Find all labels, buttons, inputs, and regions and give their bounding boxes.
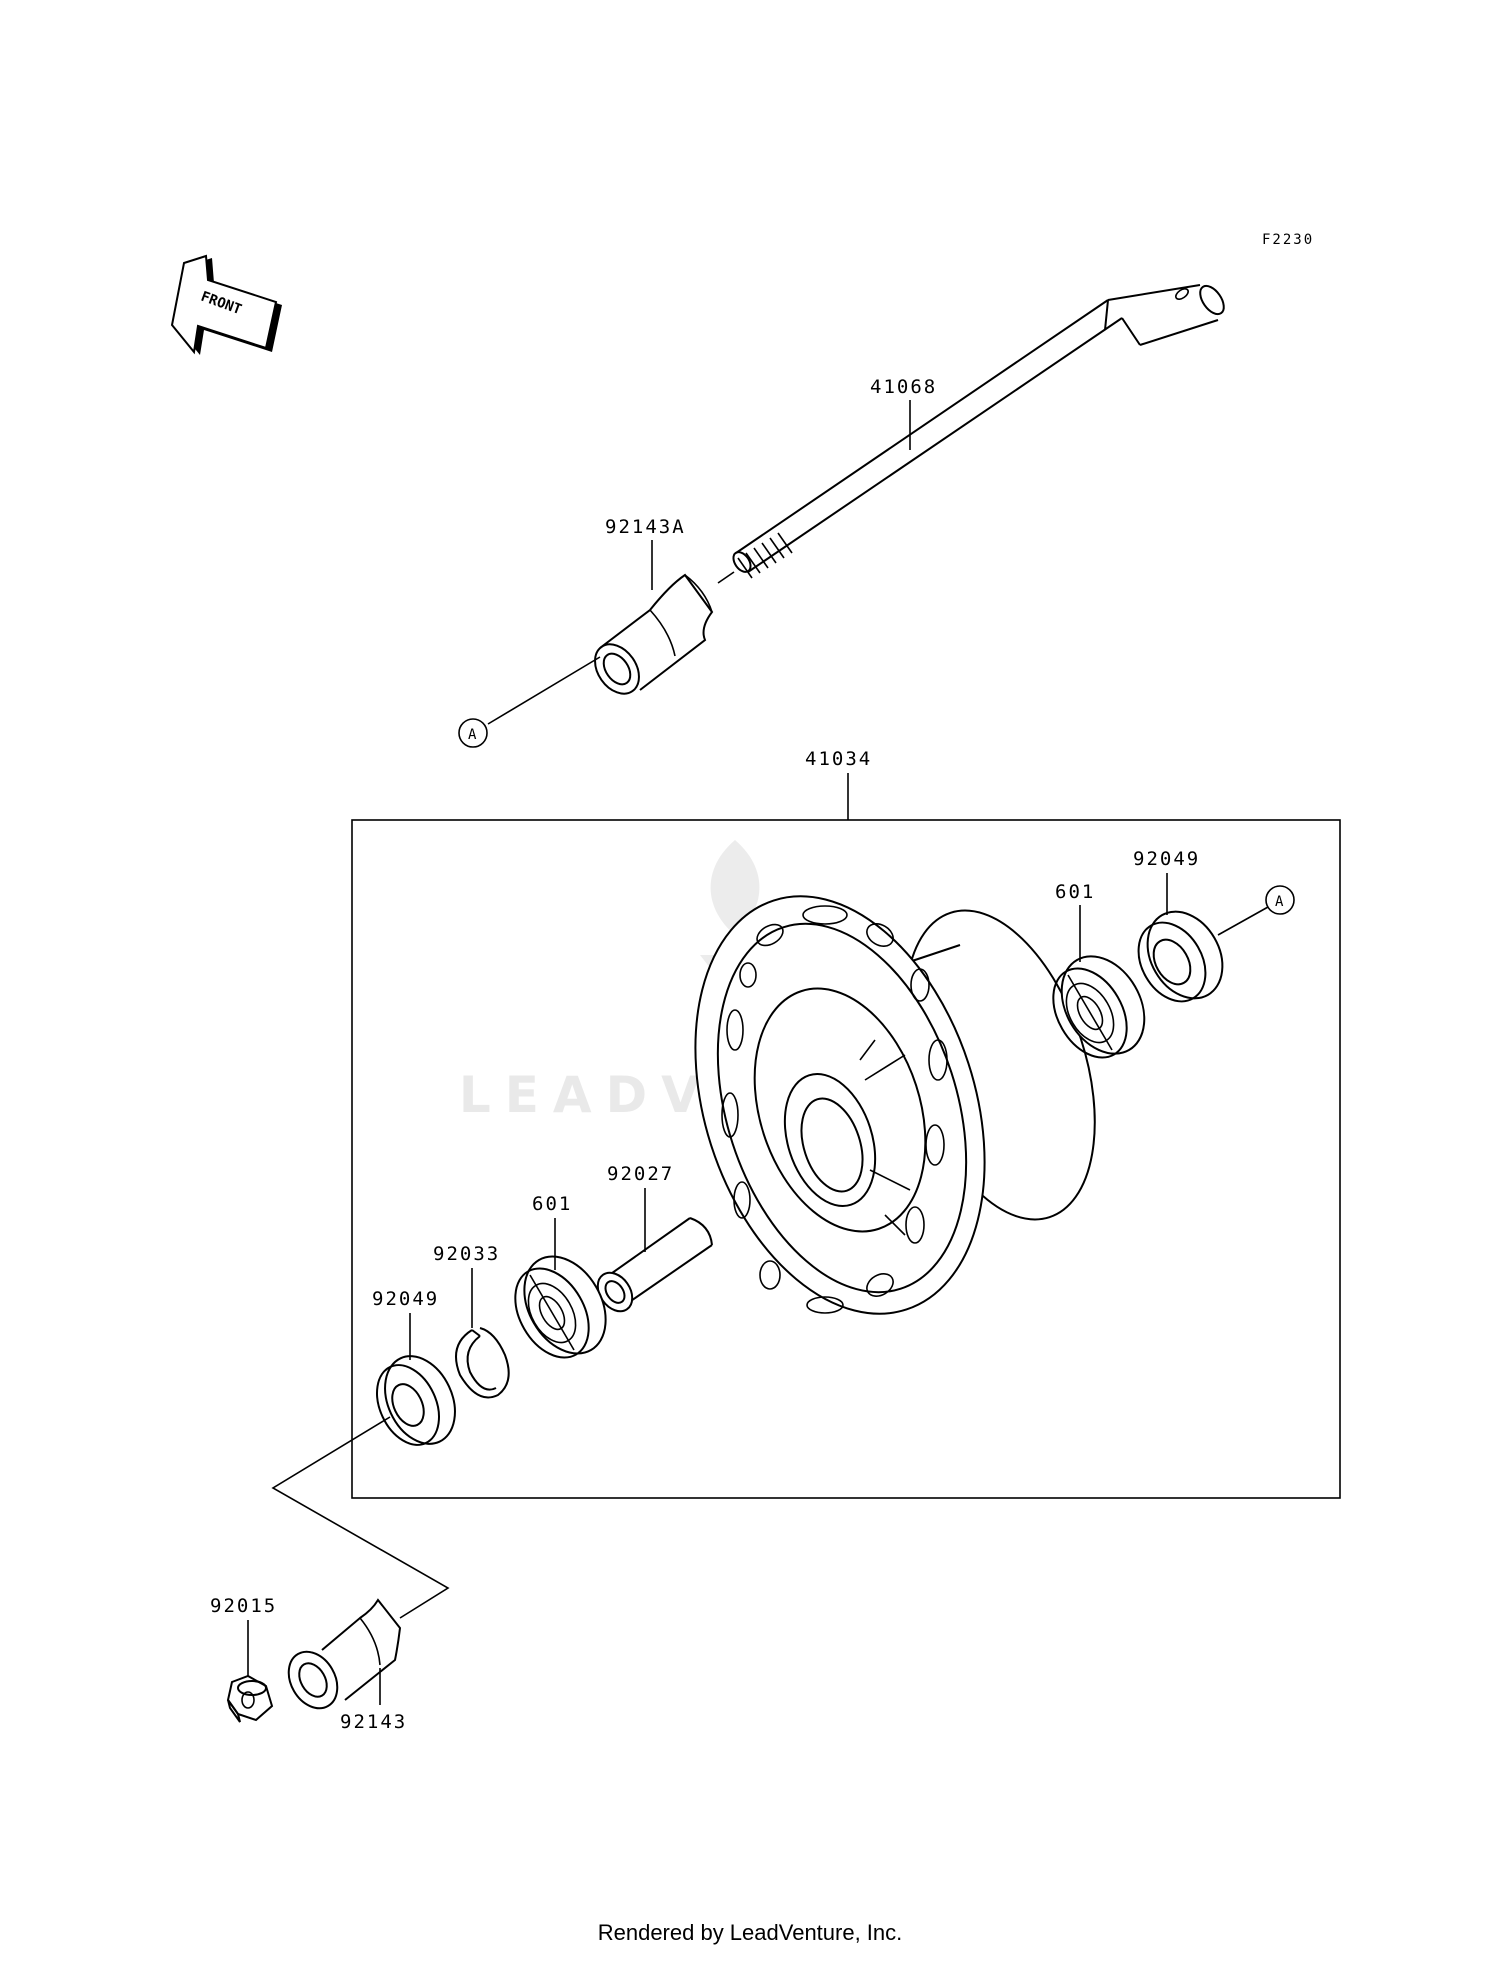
nut-part [226, 1674, 274, 1723]
label-axle: 41068 [870, 376, 937, 398]
marker-a-top-leader [487, 656, 601, 725]
marker-a-top-label: A [468, 727, 478, 743]
diagram-code: F2230 [1262, 232, 1314, 248]
hub-assembly-box [351, 819, 1341, 1499]
axle-collar-left-part [594, 573, 714, 695]
front-arrow-icon: FRONT [170, 254, 282, 355]
marker-a-right-leader [1217, 906, 1269, 936]
axle-part [717, 284, 1225, 584]
spacer-part [596, 1217, 713, 1313]
seal-left-part [376, 1355, 456, 1446]
label-axle-collar-left: 92143A [605, 516, 686, 538]
label-bearing-right: 601 [1055, 881, 1095, 903]
label-circlip: 92033 [433, 1243, 500, 1265]
label-seal-left: 92049 [372, 1288, 439, 1310]
marker-a-right [1265, 885, 1295, 915]
seal-right-part [1137, 910, 1224, 1003]
marker-a-top [458, 718, 488, 748]
collar-right-part [287, 1598, 402, 1710]
label-collar-right: 92143 [340, 1711, 407, 1733]
label-spacer: 92027 [607, 1163, 674, 1185]
marker-a-right-label: A [1275, 894, 1285, 910]
bearing-right-part [1052, 955, 1146, 1059]
circlip-part [455, 1327, 510, 1399]
label-nut: 92015 [210, 1595, 277, 1617]
label-bearing-left: 601 [532, 1193, 572, 1215]
label-hub-assembly: 41034 [805, 748, 872, 770]
footer-credit: Rendered by LeadVenture, Inc. [598, 1920, 903, 1945]
assembly-leader [271, 1416, 450, 1619]
bearing-left-part [514, 1255, 607, 1359]
wheel-hub-part [694, 895, 1096, 1315]
label-seal-right: 92049 [1133, 848, 1200, 870]
